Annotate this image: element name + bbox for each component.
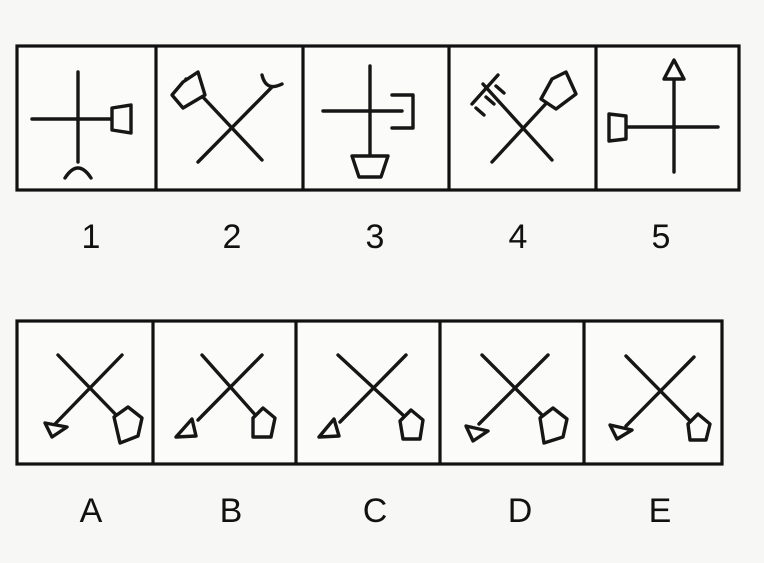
option-label-e[interactable]: E bbox=[649, 492, 672, 530]
sequence-row bbox=[15, 44, 741, 192]
sequence-figure-1 bbox=[30, 70, 133, 180]
option-c-figure[interactable] bbox=[317, 353, 425, 441]
sequence-figure-3 bbox=[321, 64, 415, 179]
sequence-label-3: 3 bbox=[366, 218, 385, 256]
sequence-figure-4 bbox=[470, 70, 578, 164]
sequence-label-1: 1 bbox=[82, 218, 101, 256]
option-a-figure[interactable] bbox=[43, 353, 144, 445]
sequence-figure-2 bbox=[170, 70, 284, 164]
option-label-c[interactable]: C bbox=[363, 492, 388, 530]
sequence-labels: 1 2 3 4 5 bbox=[82, 218, 671, 256]
sequence-label-5: 5 bbox=[652, 218, 671, 256]
sequence-figure-5 bbox=[607, 58, 720, 174]
option-d-figure[interactable] bbox=[464, 353, 569, 445]
option-b-figure[interactable] bbox=[174, 353, 277, 439]
option-label-b[interactable]: B bbox=[220, 492, 243, 530]
sequence-label-2: 2 bbox=[223, 218, 242, 256]
option-e-figure[interactable] bbox=[608, 354, 712, 442]
option-labels: A B C D E bbox=[80, 492, 672, 530]
sequence-label-4: 4 bbox=[509, 218, 528, 256]
option-label-a[interactable]: A bbox=[80, 492, 103, 530]
option-label-d[interactable]: D bbox=[508, 492, 533, 530]
options-row[interactable] bbox=[15, 319, 724, 466]
